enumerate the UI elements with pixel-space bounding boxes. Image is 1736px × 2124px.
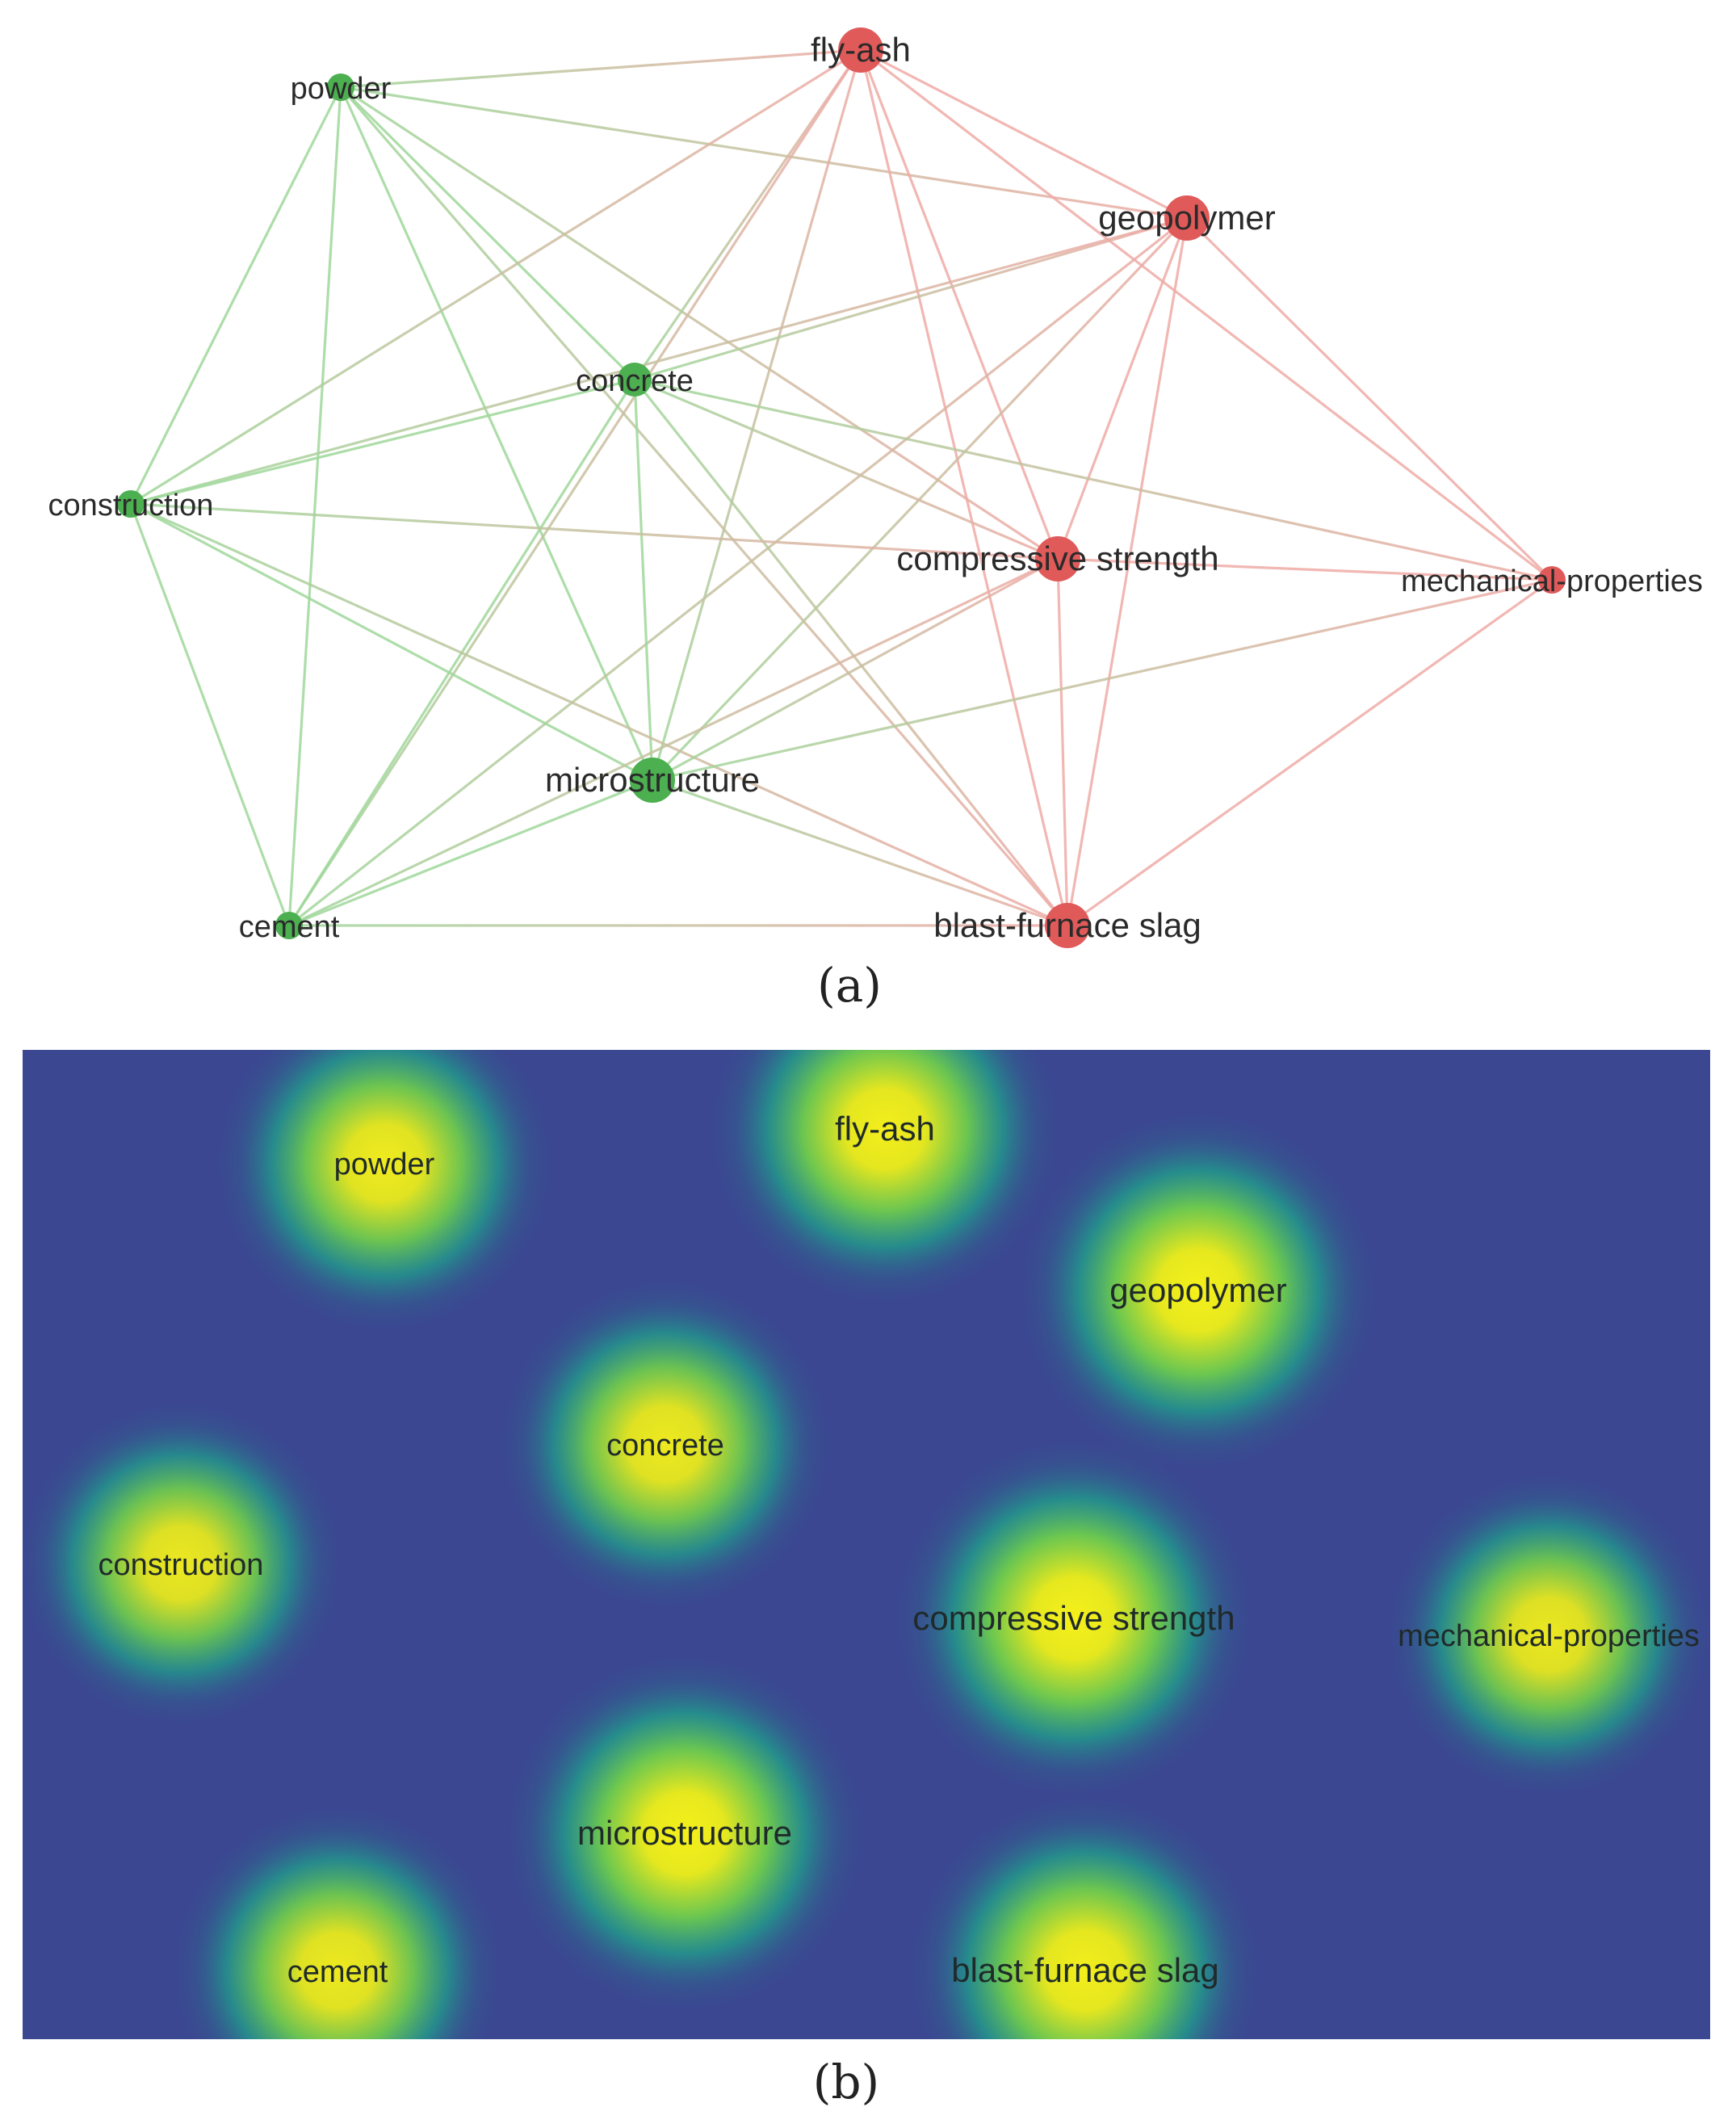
density-spot-mechanical-properties	[1381, 1467, 1710, 1803]
edge-construction-microstructure	[130, 502, 653, 782]
edge-powder-cement	[287, 86, 342, 926]
density-spot-construction	[23, 1396, 349, 1732]
edge-fly-ash-geopolymer	[860, 48, 1188, 220]
edge-powder-blast-furnace-slag	[339, 86, 1069, 927]
density-spot-powder	[209, 1050, 560, 1338]
edge-powder-compressive-strength	[340, 86, 1059, 560]
edge-geopolymer-concrete	[634, 216, 1188, 381]
node-blast-furnace-slag	[1045, 903, 1090, 948]
edge-compressive-strength-microstructure	[652, 557, 1059, 782]
density-label-fly-ash: fly-ash	[835, 1110, 935, 1148]
edge-fly-ash-microstructure	[651, 49, 862, 781]
density-spot-cement	[166, 1799, 509, 2039]
edge-powder-microstructure	[339, 86, 654, 781]
density-label-construction: construction	[99, 1548, 264, 1582]
node-compressive-strength	[1035, 536, 1080, 581]
node-label-construction: construction	[48, 489, 214, 523]
density-label-blast-furnace-slag: blast-furnace slag	[951, 1951, 1219, 1989]
edge-construction-blast-furnace-slag	[130, 502, 1068, 927]
edge-microstructure-blast-furnace-slag	[652, 779, 1068, 927]
network-edges	[129, 48, 1554, 927]
node-construction	[117, 490, 145, 518]
edge-concrete-mechanical-properties	[634, 378, 1553, 581]
density-spots	[23, 1050, 1710, 2039]
node-mechanical-properties	[1538, 566, 1566, 594]
edge-fly-ash-mechanical-properties	[860, 48, 1553, 581]
edge-powder-concrete	[339, 86, 636, 381]
density-labels: powder fly-ash geopolymer concrete construct…	[99, 1110, 1700, 1989]
edge-construction-compressive-strength	[130, 502, 1059, 560]
density-label-compressive-strength: compressive strength	[912, 1599, 1235, 1637]
node-powder	[327, 73, 354, 101]
node-label-concrete: concrete	[576, 364, 694, 398]
edge-compressive-strength-mechanical-properties	[1057, 557, 1553, 581]
edge-fly-ash-compressive-strength	[859, 49, 1059, 560]
node-cement	[275, 912, 303, 939]
edge-construction-cement	[129, 503, 291, 926]
node-label-microstructure: microstructure	[545, 761, 760, 799]
node-label-compressive-strength: compressive strength	[896, 539, 1218, 577]
density-spot-concrete	[494, 1273, 837, 1615]
density-label-concrete: concrete	[606, 1429, 724, 1463]
edge-geopolymer-blast-furnace-slag	[1066, 217, 1189, 926]
edge-mechanical-properties-microstructure	[652, 578, 1553, 782]
edge-microstructure-cement	[288, 779, 653, 927]
density-label-powder: powder	[334, 1148, 435, 1182]
density-label-mechanical-properties: mechanical-properties	[1398, 1619, 1700, 1653]
node-label-blast-furnace-slag: blast-furnace slag	[933, 906, 1201, 944]
node-label-cement: cement	[239, 910, 340, 944]
node-microstructure	[630, 758, 675, 803]
edge-fly-ash-cement	[287, 49, 862, 926]
density-spot-compressive-strength	[888, 1433, 1260, 1804]
edge-concrete-blast-furnace-slag	[633, 379, 1069, 926]
density-panel: powder fly-ash geopolymer concrete construct…	[23, 1050, 1710, 2039]
node-fly-ash	[838, 27, 883, 73]
edge-powder-fly-ash	[340, 48, 862, 89]
edge-geopolymer-mechanical-properties	[1185, 216, 1554, 581]
density-spot-microstructure	[499, 1648, 870, 2019]
panel-b-caption: (b)	[813, 2055, 879, 2109]
edge-concrete-microstructure	[633, 379, 654, 781]
edge-geopolymer-cement	[288, 216, 1188, 927]
edge-powder-construction	[129, 86, 342, 505]
edge-mechanical-properties-blast-furnace-slag	[1067, 578, 1553, 927]
edge-fly-ash-concrete	[633, 49, 862, 380]
density-label-cement: cement	[287, 1955, 388, 1989]
density-label-geopolymer: geopolymer	[1109, 1271, 1286, 1309]
edge-geopolymer-construction	[130, 216, 1188, 506]
network-labels: fly-ash powder geopolymer concrete construct…	[48, 31, 1703, 944]
node-label-mechanical-properties: mechanical-properties	[1401, 565, 1703, 598]
edge-concrete-compressive-strength	[634, 378, 1059, 560]
network-panel: fly-ash powder geopolymer concrete construct…	[48, 27, 1703, 948]
density-spot-blast-furnace-slag	[903, 1788, 1268, 2039]
panel-a-caption: (a)	[817, 958, 882, 1013]
edge-powder-geopolymer	[340, 86, 1188, 220]
edge-fly-ash-blast-furnace-slag	[859, 49, 1069, 926]
node-label-geopolymer: geopolymer	[1098, 199, 1275, 237]
edge-compressive-strength-cement	[288, 557, 1059, 927]
node-label-fly-ash: fly-ash	[811, 31, 911, 69]
node-concrete	[618, 363, 652, 397]
density-spot-geopolymer	[1013, 1105, 1384, 1476]
node-label-powder: powder	[291, 72, 392, 106]
edge-concrete-construction	[130, 378, 635, 506]
density-label-microstructure: microstructure	[577, 1814, 792, 1852]
density-spot-fly-ash	[702, 1050, 1067, 1312]
edge-geopolymer-compressive-strength	[1056, 217, 1189, 560]
node-geopolymer	[1164, 195, 1210, 241]
network-nodes	[117, 27, 1566, 948]
edge-fly-ash-construction	[130, 48, 862, 506]
edge-compressive-strength-blast-furnace-slag	[1056, 558, 1069, 926]
